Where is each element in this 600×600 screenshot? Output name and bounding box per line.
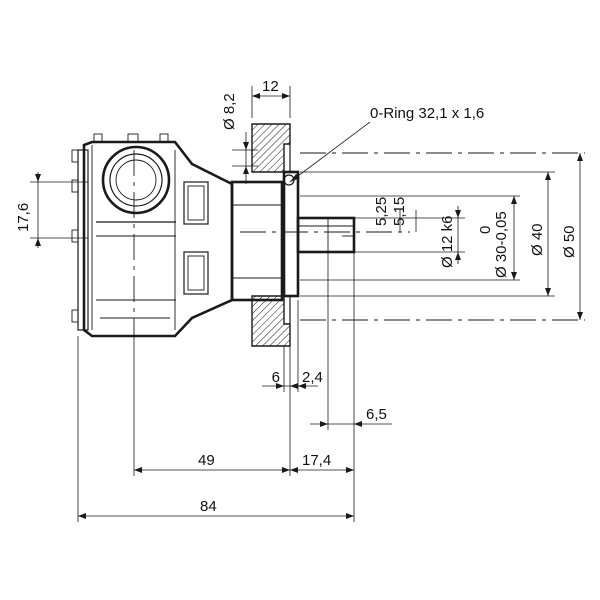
dim-label-o-ring: 0-Ring 32,1 x 1,6 — [370, 105, 484, 122]
dim-label-port-offset: 17,6 — [15, 203, 32, 232]
dim-label-spigot-width: 2,4 — [302, 369, 323, 386]
dim-label-flange-hole-diameter: Ø 8,2 — [221, 93, 238, 130]
dim-label-shaft-diameter: Ø 12 k6 — [439, 215, 456, 268]
pump-body — [71, 133, 234, 338]
mounting-flange — [251, 123, 300, 347]
dim-label-overall-length: 84 — [200, 498, 217, 515]
dim-label-flange-outer-diameter: Ø 50 — [561, 225, 578, 258]
dimension-lines — [35, 93, 583, 519]
extension-lines — [30, 86, 555, 522]
dim-label-flange-thickness: 12 — [262, 78, 279, 95]
dim-label-key-bottom: 5,15 — [391, 197, 408, 226]
dim-label-spigot-diameter: Ø 30-0,05 — [493, 211, 510, 278]
dimension-labels: Ø 8,2 12 0-Ring 32,1 x 1,6 17,6 5,25 5,1… — [15, 78, 578, 515]
dim-label-body-length: 49 — [198, 452, 215, 469]
dim-label-shaft-length: 17,4 — [302, 452, 331, 469]
dim-label-key-length: 6,5 — [366, 406, 387, 423]
dim-label-key-top: 5,25 — [373, 197, 390, 226]
center-lines — [133, 150, 585, 335]
bearing-neck — [230, 180, 284, 302]
dim-label-flange-inner-diameter: Ø 40 — [529, 223, 546, 256]
dim-label-tolerance-upper: 0 — [477, 226, 494, 234]
shaft — [296, 216, 356, 254]
dim-label-flange-width: 6 — [272, 369, 280, 386]
